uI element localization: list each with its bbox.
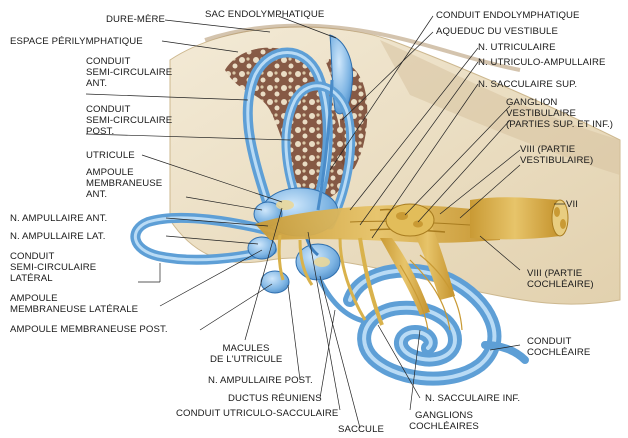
label-ganglions-cochleaires: GANGLIONS COCHLÉAIRES <box>404 410 484 432</box>
posterior-ampulla <box>261 271 289 293</box>
label-conduit-sc-ant: CONDUIT SEMI-CIRCULAIRE ANT. <box>86 56 172 89</box>
label-conduit-utriculo-sacculaire: CONDUIT UTRICULO-SACCULAIRE <box>176 408 338 419</box>
label-utricule: UTRICULE <box>86 150 135 161</box>
label-n-utriculaire: N. UTRICULAIRE <box>478 42 556 53</box>
label-sac-endolymphatique: SAC ENDOLYMPHATIQUE <box>205 9 324 20</box>
label-ampoule-post: AMPOULE MEMBRANEUSE POST. <box>10 324 168 335</box>
label-n-ampullaire-lat: N. AMPULLAIRE LAT. <box>10 231 105 242</box>
label-ampoule-membraneuse-ant: AMPOULE MEMBRANEUSE ANT. <box>86 167 162 200</box>
label-n-ampullaire-post: N. AMPULLAIRE POST. <box>208 375 313 386</box>
label-conduit-endolymphatique: CONDUIT ENDOLYMPHATIQUE <box>436 10 580 21</box>
label-dure-mere: DURE-MÈRE <box>106 14 165 25</box>
nerve-trunk-vii-viii <box>470 197 568 239</box>
label-viii-vestibulaire: VIII (PARTIE VESTIBULAIRE) <box>520 144 593 166</box>
label-n-sacculaire-inf: N. SACCULAIRE INF. <box>425 393 520 404</box>
label-aqueduc-vestibule: AQUEDUC DU VESTIBULE <box>436 26 558 37</box>
label-ampoule-laterale: AMPOULE MEMBRANEUSE LATÉRALE <box>10 293 138 315</box>
label-espace-perilymphatique: ESPACE PÉRILYMPHATIQUE <box>10 36 143 47</box>
label-ganglion-vestibulaire: GANGLION VESTIBULAIRE (PARTIES SUP. ET I… <box>506 97 613 130</box>
label-macules-utricule: MACULES DE L'UTRICULE <box>210 343 282 365</box>
label-vii: VII <box>566 199 578 210</box>
label-n-ampullaire-ant: N. AMPULLAIRE ANT. <box>10 213 107 224</box>
vestibular-ganglion <box>386 204 434 236</box>
label-conduit-sc-lat: CONDUIT SEMI-CIRCULAIRE LATÉRAL <box>10 251 96 284</box>
label-saccule: SACCULE <box>338 424 384 435</box>
label-viii-cochleaire: VIII (PARTIE COCHLÉAIRE) <box>527 268 594 290</box>
label-conduit-cochleaire: CONDUIT COCHLÉAIRE <box>527 336 590 358</box>
label-conduit-sc-post: CONDUIT SEMI-CIRCULAIRE POST. <box>86 104 172 137</box>
label-ductus-reuniens: DUCTUS RÉUNIENS <box>228 393 322 404</box>
label-n-sacculaire-sup: N. SACCULAIRE SUP. <box>478 79 577 90</box>
label-n-utriculo-ampullaire: N. UTRICULO-AMPULLAIRE <box>478 57 605 68</box>
